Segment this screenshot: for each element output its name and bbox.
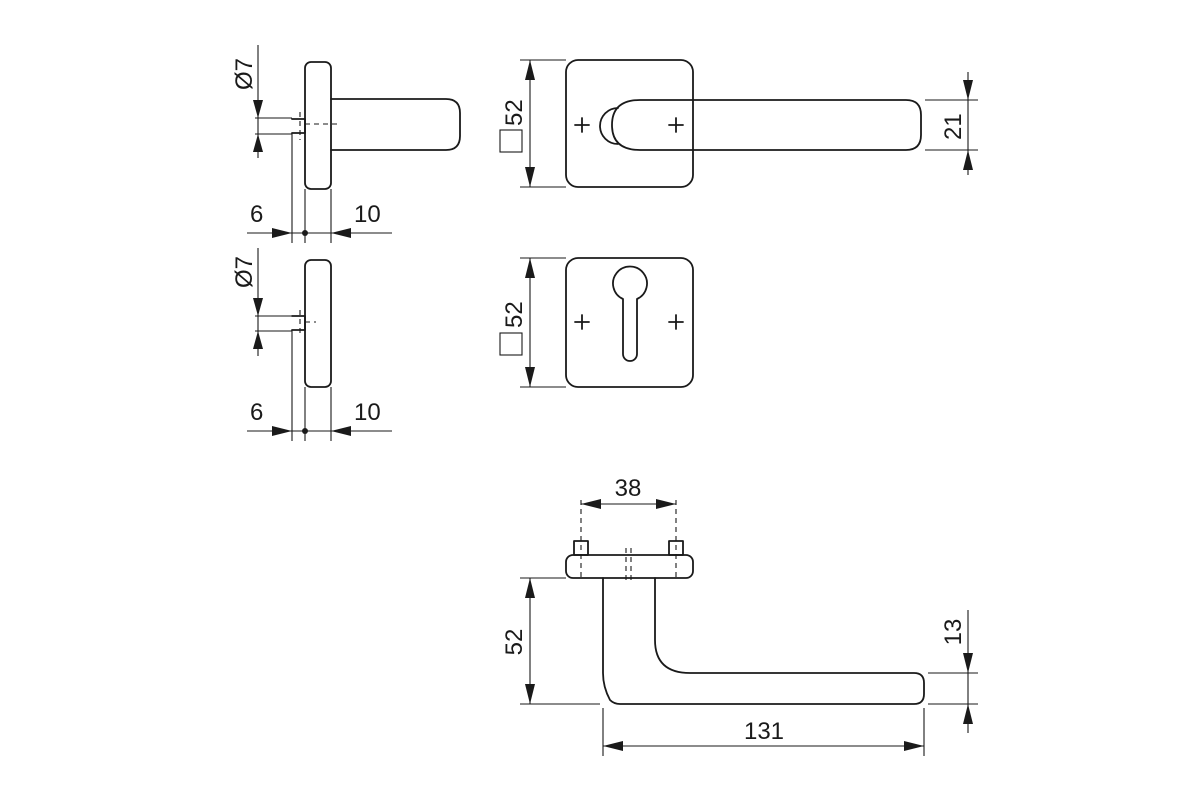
rose-width-label-top: 52 [501,99,528,126]
pin-right-label-bottom: 10 [354,399,381,426]
diameter-label-bottom: Ø7 [231,256,258,288]
top-view-lever [520,499,978,756]
pin-left-label-top: 6 [250,201,263,228]
front-view-escutcheon [499,257,694,388]
pin-right-label-top: 10 [354,201,381,228]
side-view-escutcheon [247,248,392,441]
projection-label: 52 [501,629,528,656]
front-view-handle [499,59,978,188]
pin-left-label-bottom: 6 [250,399,263,426]
lever-height-label: 21 [940,113,967,140]
rose-width-label-bottom: 52 [501,301,528,328]
diameter-label-top: Ø7 [231,58,258,90]
side-view-handle-rose [247,45,461,243]
screw-spacing-label: 38 [615,475,642,502]
lever-thickness-label: 13 [940,619,967,646]
lever-length-label: 131 [744,718,784,745]
